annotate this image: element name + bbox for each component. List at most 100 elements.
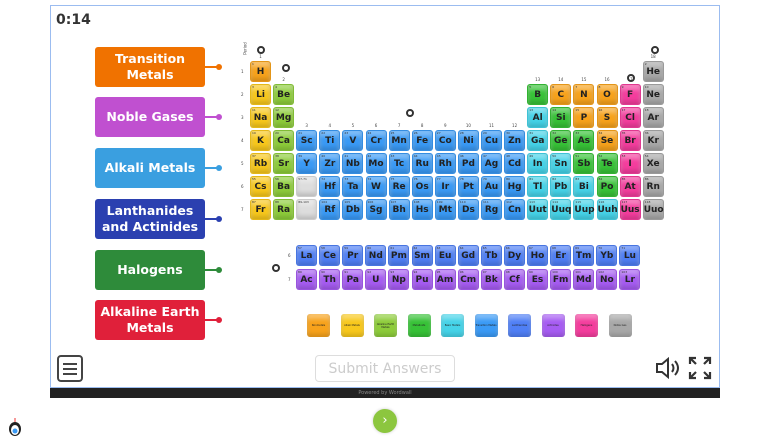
answer-label[interactable]: Halogens — [95, 250, 205, 290]
menu-button[interactable] — [57, 355, 83, 382]
f-block-placeholder: 89-103 — [296, 199, 318, 220]
element-symbol: Mn — [391, 136, 407, 146]
sound-icon[interactable] — [655, 357, 681, 379]
element-symbol: Mg — [275, 113, 292, 123]
element-symbol: Br — [624, 136, 636, 146]
element-symbol: Ce — [323, 251, 336, 261]
answer-label[interactable]: Noble Gases — [95, 97, 205, 137]
element-symbol: Se — [600, 136, 614, 146]
connector-dot[interactable] — [216, 165, 222, 171]
connector-line — [205, 218, 219, 220]
element-symbol: Sc — [300, 136, 313, 146]
atomic-number: 68 — [552, 246, 556, 250]
connector-dot[interactable] — [216, 216, 222, 222]
answer-label[interactable]: Lanthanides and Actinides — [95, 199, 205, 239]
element-symbol: Cs — [254, 182, 267, 192]
group-label: 14 — [558, 77, 564, 82]
atomic-number: 42 — [367, 154, 372, 158]
answer-label[interactable]: Transition Metals — [95, 47, 205, 87]
drop-target[interactable] — [257, 46, 265, 54]
element-symbol: Be — [277, 90, 291, 100]
element-symbol: Ra — [277, 205, 291, 215]
element-symbol: Eu — [438, 251, 452, 261]
penguin-logo-icon — [9, 418, 21, 436]
atomic-number: 20 — [275, 131, 279, 135]
fullscreen-icon[interactable] — [688, 356, 712, 380]
drop-target[interactable] — [627, 74, 635, 82]
element-symbol: P — [580, 113, 588, 123]
element-symbol: Bi — [578, 182, 589, 192]
drop-target[interactable] — [406, 109, 414, 117]
atomic-number: 44 — [413, 154, 418, 158]
element-symbol: Fe — [416, 136, 429, 146]
next-button[interactable]: › — [373, 409, 397, 433]
group-label: 5 — [351, 123, 355, 128]
atomic-number: 35 — [621, 131, 626, 135]
atomic-number: 99 — [529, 270, 533, 274]
timer: 0:14 — [56, 12, 91, 28]
drop-target[interactable] — [651, 46, 659, 54]
element-symbol: Tc — [393, 159, 405, 169]
atomic-number: 50 — [552, 154, 557, 158]
element-symbol: Lu — [623, 251, 636, 261]
element-symbol: Hg — [507, 182, 522, 192]
element-symbol: Ru — [415, 159, 429, 169]
answer-label[interactable]: Alkali Metals — [95, 148, 205, 188]
element-symbol: At — [624, 182, 636, 192]
drop-target[interactable] — [282, 64, 290, 72]
atomic-number: 70 — [598, 246, 603, 250]
period-label: 5 — [241, 161, 244, 166]
connector-dot[interactable] — [216, 317, 222, 323]
atomic-number: 59 — [344, 246, 349, 250]
connector-dot[interactable] — [216, 267, 222, 273]
element-symbol: F — [627, 90, 634, 100]
atomic-number: 69 — [575, 246, 580, 250]
atomic-number: 117 — [621, 200, 628, 204]
element-symbol: Ag — [484, 159, 499, 169]
element-symbol: Kr — [647, 136, 659, 146]
legend-item: Basic Metals — [441, 314, 464, 337]
legend-item: Alkali Metals — [340, 314, 364, 337]
period-label: 4 — [241, 138, 244, 143]
element-symbol: Mt — [438, 205, 452, 215]
element-symbol: Ac — [300, 275, 313, 285]
atomic-number: 66 — [505, 246, 510, 250]
group-label: 6 — [374, 123, 378, 128]
connector-dot[interactable] — [216, 64, 222, 70]
atomic-number: 76 — [413, 177, 418, 181]
connector-dot[interactable] — [216, 114, 222, 120]
atomic-number: 58 — [321, 246, 325, 250]
group-label: 8 — [420, 123, 424, 128]
submit-answers-button[interactable]: Submit Answers — [315, 355, 455, 382]
legend-item: Noble Gas — [608, 314, 632, 337]
drop-target[interactable] — [272, 264, 280, 272]
atomic-number: 92 — [367, 270, 372, 274]
atomic-number: 12 — [275, 108, 279, 112]
atomic-number: 114 — [552, 200, 559, 204]
answer-label[interactable]: Alkaline Earth Metals — [95, 300, 205, 340]
